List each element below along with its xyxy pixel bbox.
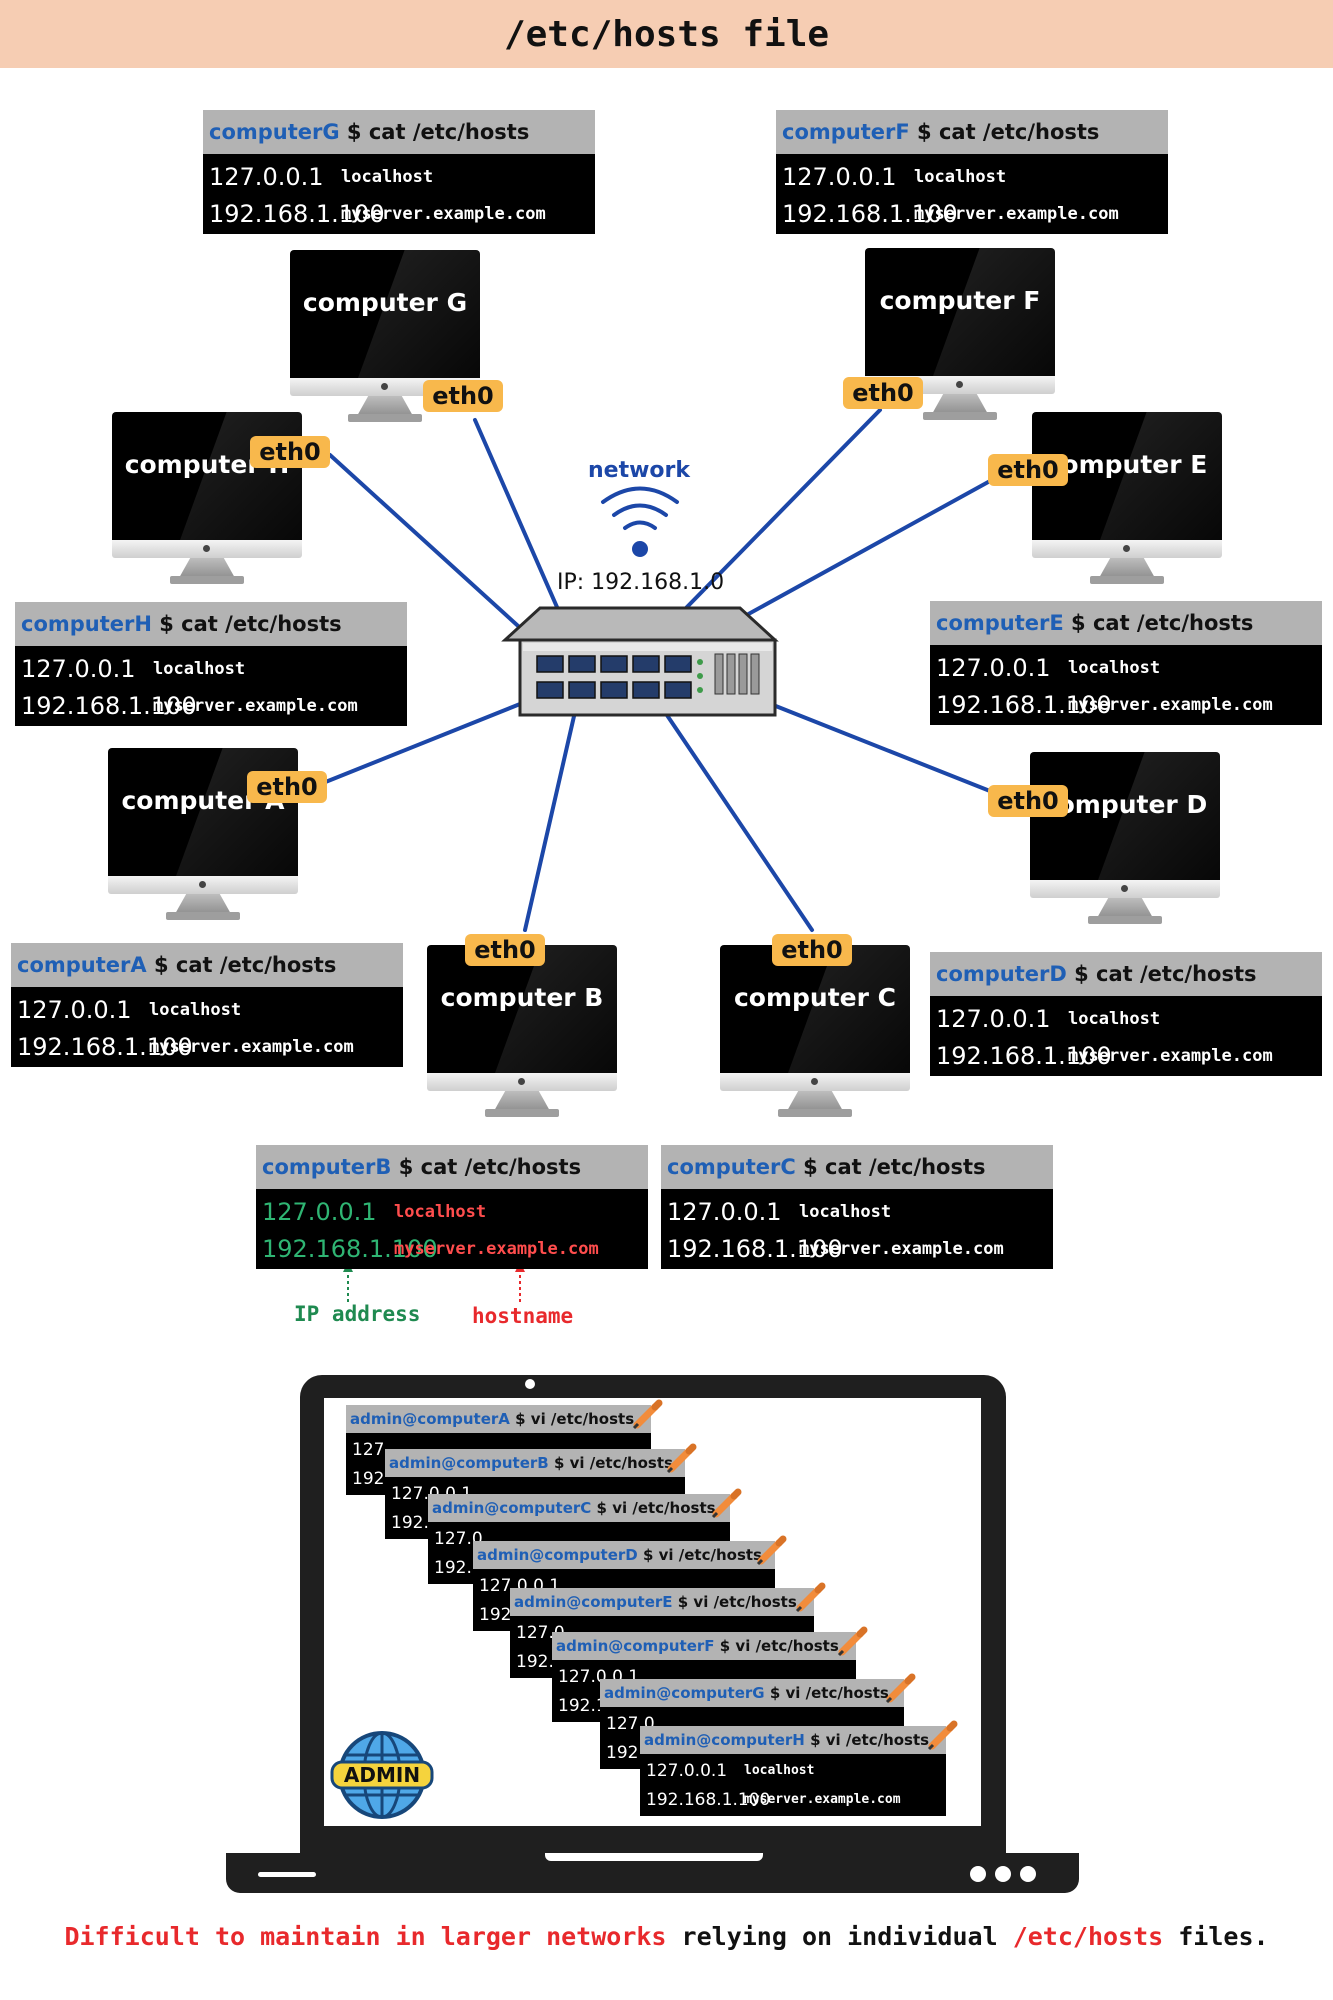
hostname-annotation: hostname [472,1304,574,1328]
laptop-indicator-bar [258,1872,316,1877]
computer-a-monitor[interactable]: computer A [108,748,298,923]
computer-g-monitor[interactable]: computer G [290,250,480,425]
eth0-badge-c: eth0 [772,934,852,966]
ip-address-annotation: IP address [294,1302,421,1326]
computer-c-monitor[interactable]: computer C [720,945,910,1120]
svg-text:ADMIN: ADMIN [344,1763,420,1787]
computer-f-monitor[interactable]: computer F [865,248,1055,423]
pencil-icon [756,1535,787,1566]
eth0-badge-g: eth0 [423,380,503,412]
link-computer-c [648,688,814,932]
vi-session-h[interactable]: admin@computerH $ vi /etc/hosts 127.0.0.… [640,1720,958,1816]
computer-b-monitor[interactable]: computer B [427,945,617,1120]
page-title: /etc/hosts file [503,13,830,55]
laptop-trackpad-notch [545,1853,763,1861]
pencil-icon [927,1720,958,1751]
eth0-badge-e: eth0 [988,454,1068,486]
laptop-dot-icon [995,1866,1011,1882]
eth0-badge-b: eth0 [465,934,545,966]
title-bar: /etc/hosts file [0,0,1333,68]
pencil-icon [885,1673,916,1704]
pencil-icon [711,1488,742,1519]
link-computer-b [523,688,582,932]
footer-caption: Difficult to maintain in larger networks… [64,1922,1269,1951]
network-switch-icon [501,606,779,717]
link-computer-a [321,688,557,785]
eth0-badge-a: eth0 [247,771,327,803]
webcam-icon [525,1379,535,1389]
eth0-badge-f: eth0 [843,377,923,409]
eth0-badge-h: eth0 [250,436,330,468]
network-ip: IP: 192.168.1.0 [557,570,725,595]
eth0-badge-d: eth0 [988,785,1068,817]
pencil-icon [632,1399,663,1430]
admin-globe-icon: ADMIN [330,1731,434,1819]
laptop-dot-icon [1020,1866,1036,1882]
computer-d-monitor[interactable]: computer D [1030,752,1220,927]
pencil-icon [837,1626,868,1657]
wifi-icon [601,486,679,530]
link-computer-h [328,453,552,657]
laptop-dot-icon [970,1866,986,1882]
computer-e-monitor[interactable]: computer E [1032,412,1222,587]
network-label: network [588,458,691,483]
pencil-icon [795,1582,826,1613]
wifi-dot-icon [632,541,648,557]
pencil-icon [666,1443,697,1474]
